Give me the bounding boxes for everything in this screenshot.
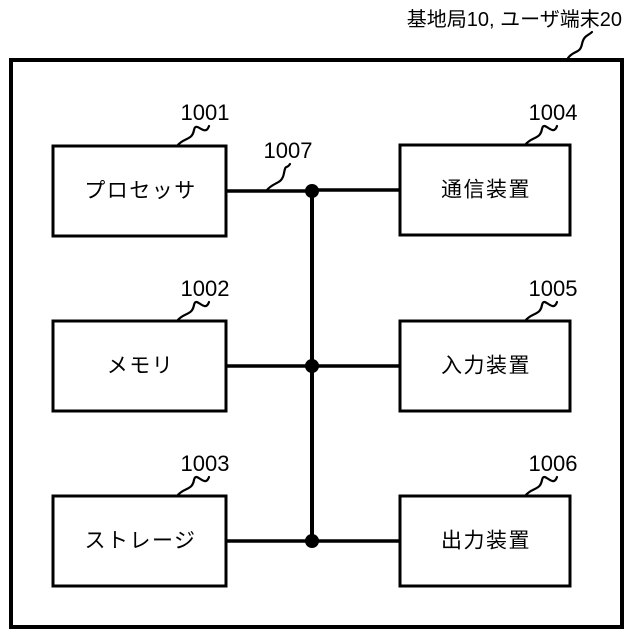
figure-caption: 基地局10, ユーザ端末20 bbox=[407, 8, 622, 31]
box-input-device[interactable] bbox=[398, 319, 572, 413]
leader-line-storage bbox=[175, 475, 211, 498]
bus-junction-dot bbox=[305, 534, 319, 548]
block-output-device: 出力装置 1006 bbox=[312, 451, 578, 588]
bus-junctions-layer bbox=[305, 184, 319, 548]
box-processor[interactable] bbox=[51, 144, 228, 238]
box-label-memory: メモリ bbox=[107, 355, 175, 378]
bus-leader-line bbox=[264, 162, 292, 193]
blocks-layer: プロセッサ 1001 メモリ 1002 ストレージ 1003 通信装置 1004 入力装置 100… bbox=[51, 100, 578, 588]
block-processor: プロセッサ 1001 bbox=[51, 100, 312, 238]
block-input-device: 入力装置 1005 bbox=[312, 276, 578, 413]
bus-junction-dot bbox=[305, 359, 319, 373]
reference-number-processor: 1001 bbox=[181, 100, 230, 125]
reference-number-input-device: 1005 bbox=[529, 276, 578, 301]
caption-leader-line bbox=[566, 30, 594, 60]
bus-reference-number: 1007 bbox=[264, 138, 313, 163]
leader-line-memory bbox=[175, 300, 211, 323]
box-storage[interactable] bbox=[51, 494, 228, 588]
box-label-input-device: 入力装置 bbox=[441, 355, 531, 378]
box-label-processor: プロセッサ bbox=[84, 180, 197, 203]
block-storage: ストレージ 1003 bbox=[51, 451, 312, 588]
reference-number-communication-device: 1004 bbox=[529, 100, 578, 125]
box-label-output-device: 出力装置 bbox=[441, 530, 531, 553]
box-label-storage: ストレージ bbox=[84, 530, 196, 553]
leader-line-input-device bbox=[523, 300, 559, 323]
bus-junction-dot bbox=[305, 184, 319, 198]
box-label-communication-device: 通信装置 bbox=[441, 179, 531, 202]
reference-number-storage: 1003 bbox=[181, 451, 230, 476]
reference-number-memory: 1002 bbox=[181, 276, 230, 301]
leader-line-communication-device bbox=[523, 124, 559, 147]
box-memory[interactable] bbox=[51, 319, 228, 413]
block-communication-device: 通信装置 1004 bbox=[312, 100, 578, 237]
box-communication-device[interactable] bbox=[398, 143, 572, 237]
box-output-device[interactable] bbox=[398, 494, 572, 588]
reference-number-output-device: 1006 bbox=[529, 451, 578, 476]
leader-line-processor bbox=[175, 124, 211, 148]
leader-line-output-device bbox=[523, 475, 559, 498]
block-memory: メモリ 1002 bbox=[51, 276, 312, 413]
